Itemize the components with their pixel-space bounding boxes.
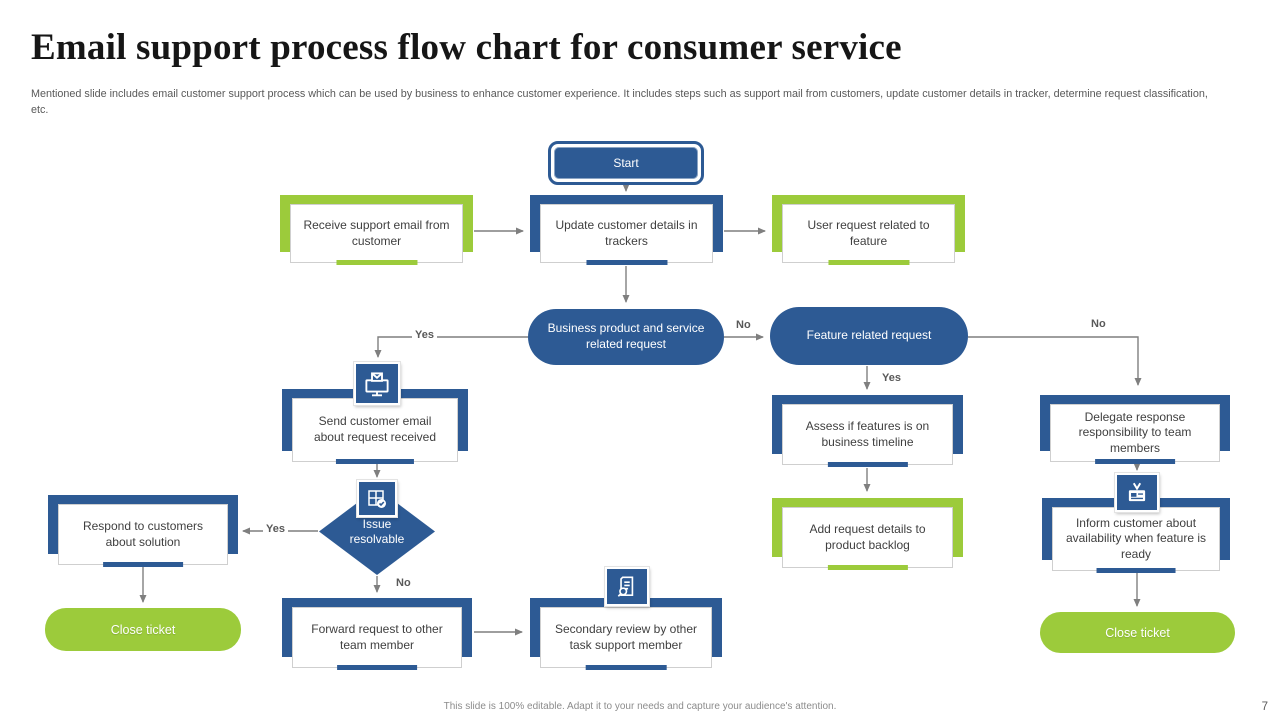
start-label: Start — [554, 147, 698, 179]
node-accent-bar — [337, 665, 417, 670]
close-ticket-terminator-left: Close ticket — [45, 608, 241, 651]
page-number: 7 — [1261, 701, 1268, 713]
node-accent-bar — [827, 565, 908, 570]
edge-label-yes-business: Yes — [412, 329, 437, 343]
node-label: Assess if features is on business timeli… — [782, 404, 953, 465]
node-accent-bar — [827, 462, 908, 467]
document-search-icon — [605, 567, 649, 606]
node-accent-bar — [335, 260, 418, 265]
node-label: Forward request to other team member — [292, 607, 462, 668]
node-label: User request related to feature — [782, 204, 955, 263]
node-accent-bar — [1095, 459, 1175, 464]
edge-label-no-feature: No — [1088, 318, 1109, 332]
close-ticket-terminator-right: Close ticket — [1040, 612, 1235, 653]
decision-business-request: Business product and service related req… — [528, 309, 724, 365]
node-label: Inform customer about availability when … — [1052, 507, 1220, 571]
node-accent-bar — [585, 260, 668, 265]
node-label: Respond to customers about solution — [58, 504, 228, 565]
node-accent-bar — [827, 260, 910, 265]
edge-label-yes-feature: Yes — [879, 372, 904, 386]
page-title: Email support process flow chart for con… — [31, 27, 902, 68]
flow-node-update-trackers: Update customer details in trackers — [530, 195, 723, 265]
node-accent-bar — [335, 459, 415, 464]
edge-label-yes-resolvable: Yes — [263, 523, 288, 537]
ticket-icon — [1115, 473, 1159, 512]
start-node: Start — [548, 141, 704, 185]
flow-node-assess-features: Assess if features is on business timeli… — [772, 395, 963, 467]
window-check-icon — [357, 480, 397, 517]
node-accent-bar — [1096, 568, 1176, 573]
monitor-mail-icon — [354, 362, 400, 405]
node-label: Receive support email from customer — [290, 204, 463, 263]
flow-node-forward-request: Forward request to other team member — [282, 598, 472, 670]
flow-node-send-email: Send customer email about request receiv… — [282, 389, 468, 464]
node-label: Send customer email about request receiv… — [292, 398, 458, 462]
node-label: Update customer details in trackers — [540, 204, 713, 263]
edge-label-no-business: No — [733, 319, 754, 333]
node-accent-bar — [585, 665, 667, 670]
decision-feature-request: Feature related request — [770, 307, 968, 365]
node-label: Delegate response responsibility to team… — [1050, 404, 1220, 462]
node-label: Secondary review by other task support m… — [540, 607, 712, 668]
flow-node-add-backlog: Add request details to product backlog — [772, 498, 963, 570]
flow-node-user-request: User request related to feature — [772, 195, 965, 265]
flow-node-respond-customers: Respond to customers about solution — [48, 495, 238, 567]
slide-description: Mentioned slide includes email customer … — [31, 88, 1208, 117]
flow-node-inform-customer: Inform customer about availability when … — [1042, 498, 1230, 573]
flow-node-secondary-review: Secondary review by other task support m… — [530, 598, 722, 670]
edge-label-no-resolvable: No — [393, 577, 414, 591]
node-label: Add request details to product backlog — [782, 507, 953, 568]
flow-node-receive-email: Receive support email from customer — [280, 195, 473, 265]
node-accent-bar — [103, 562, 183, 567]
footer-note: This slide is 100% editable. Adapt it to… — [443, 701, 837, 712]
flow-node-delegate-response: Delegate response responsibility to team… — [1040, 395, 1230, 464]
